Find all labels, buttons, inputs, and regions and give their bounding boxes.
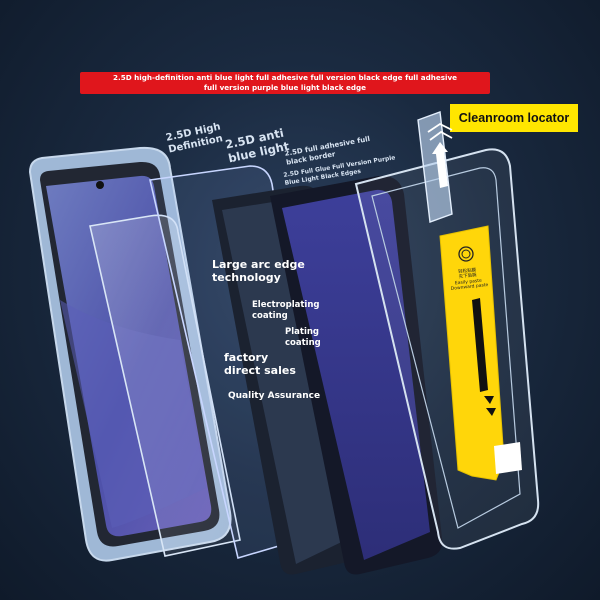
phone-notch-icon [96,181,104,189]
banner-line-2: full version purple blue light black edg… [203,83,367,92]
sticker-en-line-2: Downward paste [450,282,488,292]
hd-glass-film [89,214,241,557]
banner-line-1: 2.5D high-definition anti blue light ful… [112,73,458,82]
feature-factory: factory direct sales [224,351,296,377]
feature-electroplating: Electroplating coating [252,300,320,321]
cleanroom-locator-badge: Cleanroom locator [450,104,578,132]
up-arrow-icon [432,142,448,188]
installation-tray: 轻松贴膜 先下后撕 Easily paste Downward paste [354,111,540,550]
sticker-cn-line-2: 先下后撕 [458,271,477,280]
down-triangle-icon [484,396,494,404]
feature-plating: Plating coating [285,327,321,348]
svg-text:轻松贴膜 先下后撕 Easily p: 轻松贴膜 先下后撕 Easily paste Downward paste [449,265,489,292]
feature-quality: Quality Assurance [228,391,321,401]
fingerprint-icon [458,246,474,262]
header-banner: 2.5D high-definition anti blue light ful… [80,72,490,94]
sticker-cn-line-1: 轻松贴膜 [458,266,477,275]
sticker-en-line-1: Easily paste [455,278,483,287]
feature-arc-edge: Large arc edge technology [212,258,305,284]
purple-film [270,175,443,575]
